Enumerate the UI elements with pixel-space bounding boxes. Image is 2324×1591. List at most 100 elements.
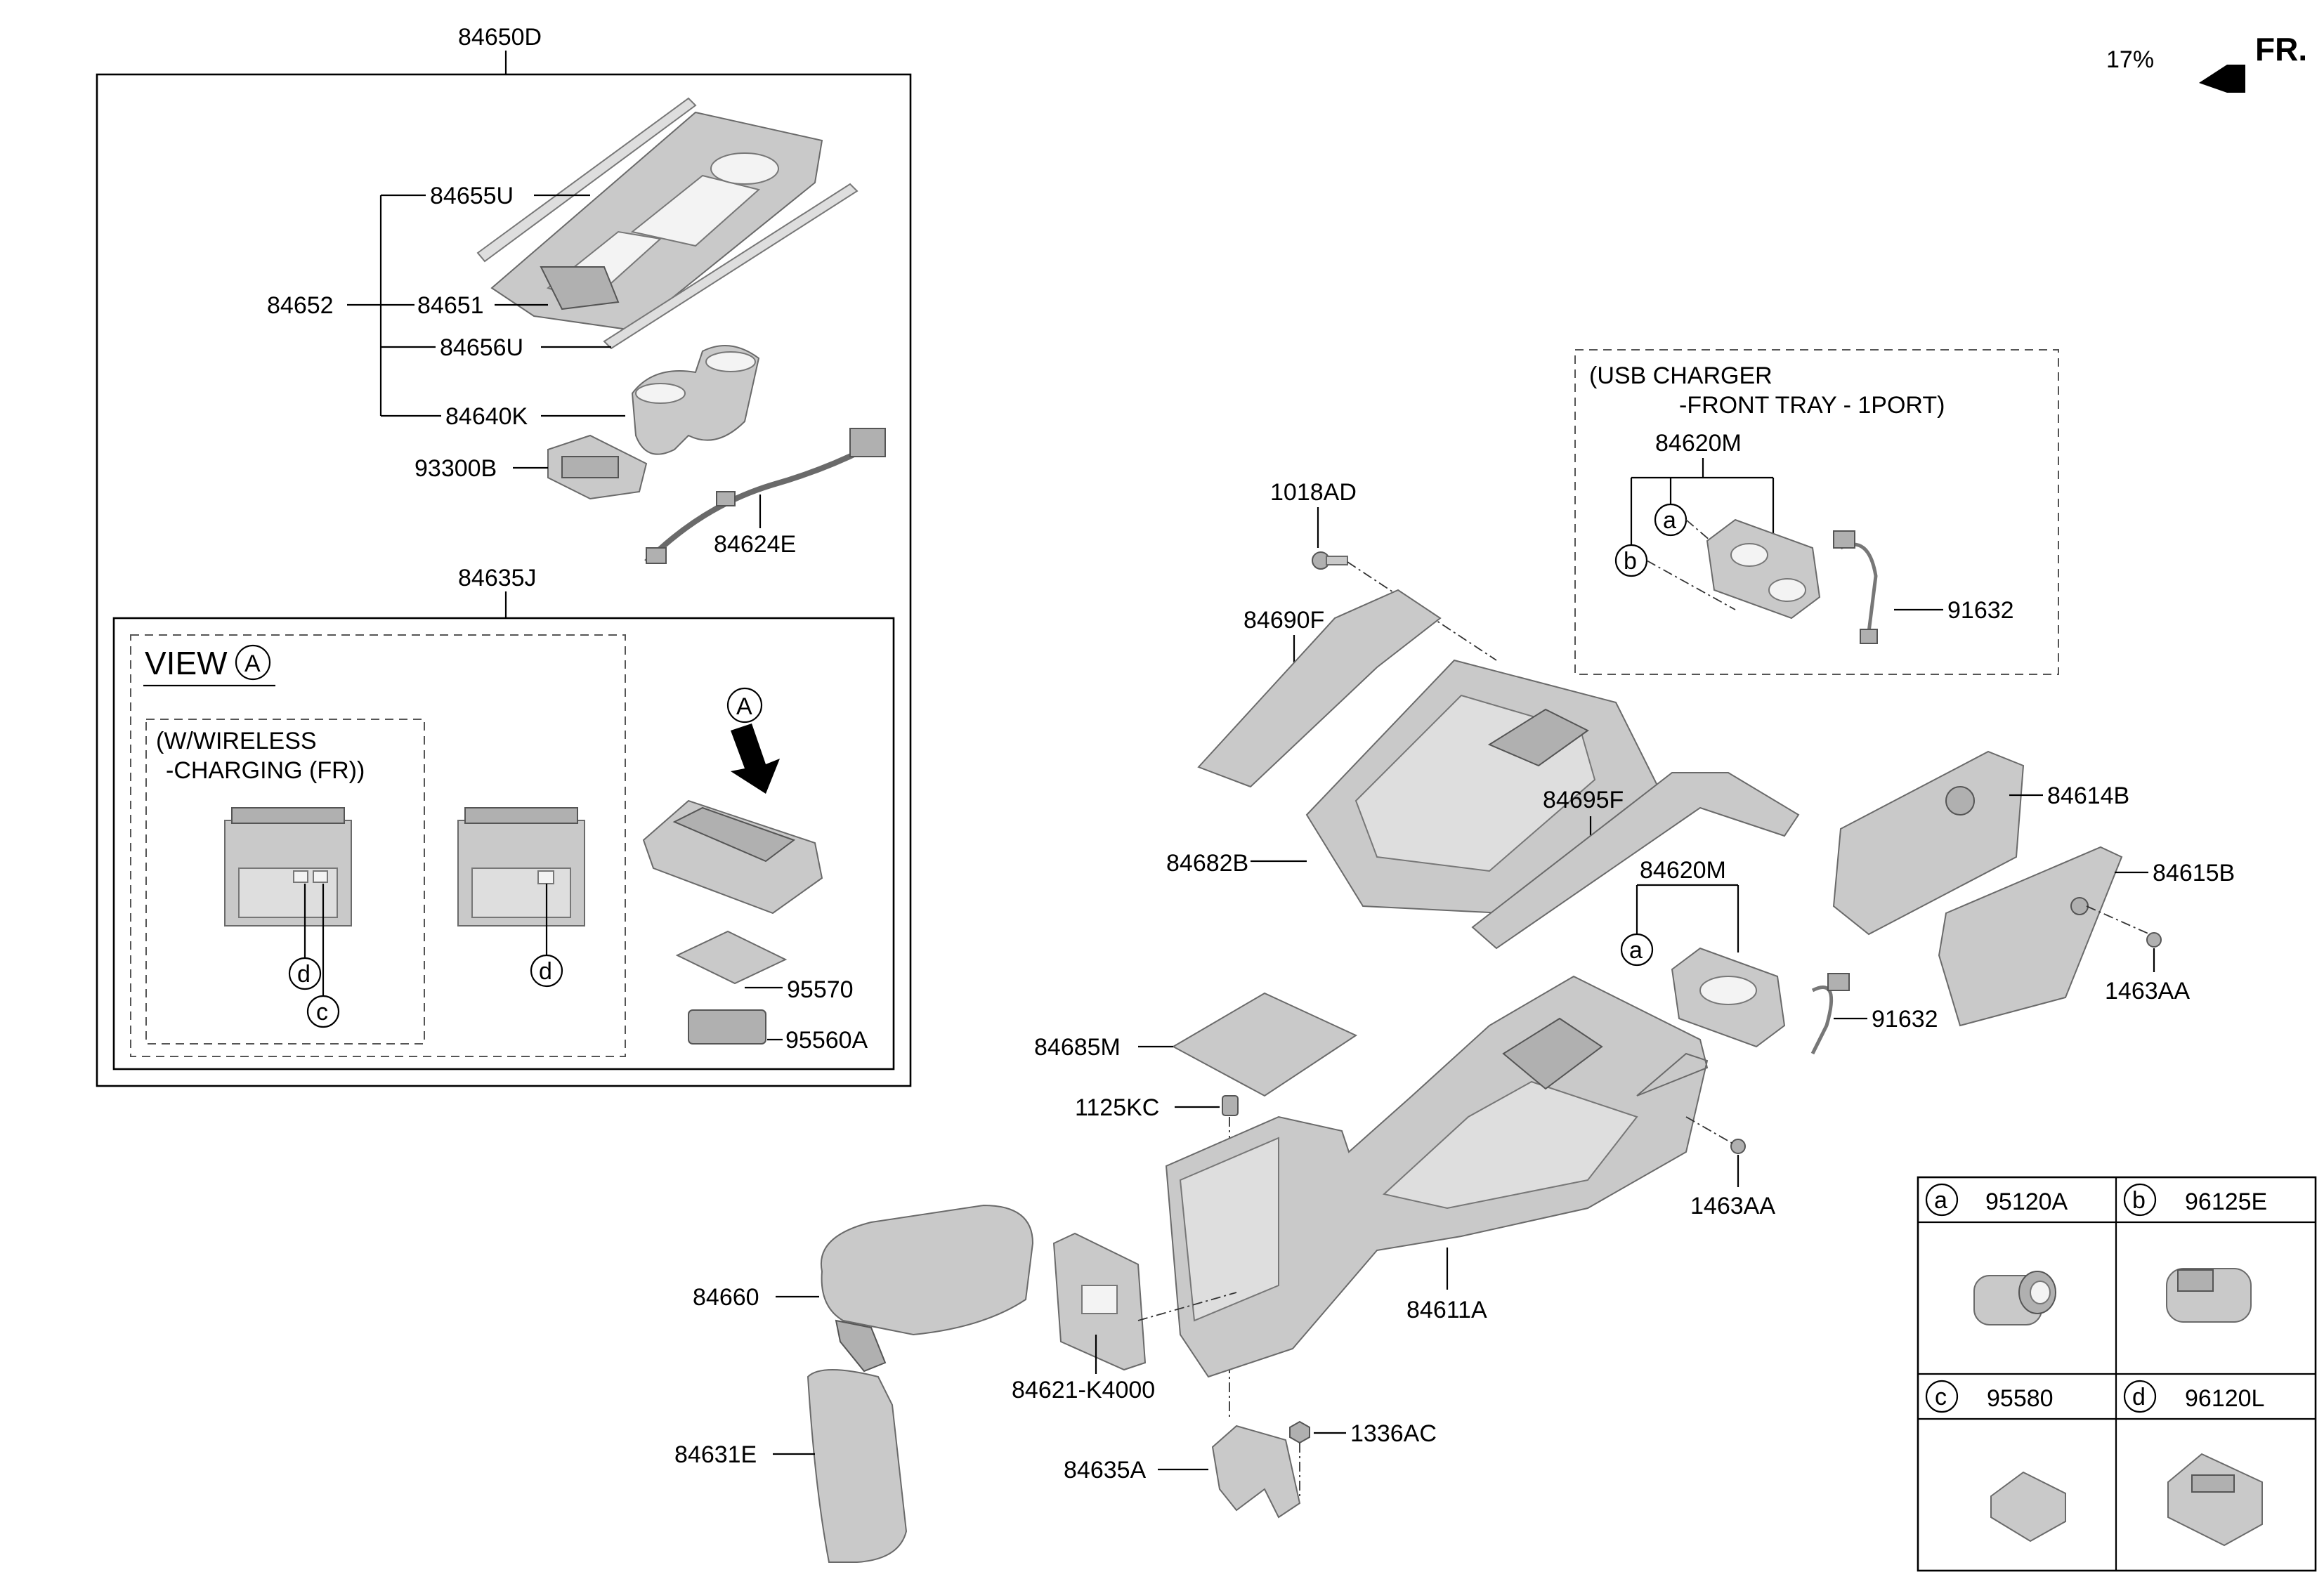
screw-1018AD bbox=[1312, 551, 1348, 570]
front-direction-label: FR. bbox=[2255, 31, 2307, 67]
trim-strip-84656U bbox=[603, 183, 859, 350]
usb-note-line2: -FRONT TRAY - 1PORT) bbox=[1679, 392, 1945, 419]
label-93300B: 93300B bbox=[414, 455, 497, 482]
label-84620M: 84620M bbox=[1640, 857, 1726, 884]
callout-c bbox=[306, 995, 340, 1028]
console-mat-84685M bbox=[1171, 992, 1358, 1097]
callout-a-letter: a bbox=[1629, 937, 1643, 964]
side-trim-84695F bbox=[1471, 772, 1800, 950]
usb-port-96120L-image bbox=[2167, 1453, 2263, 1547]
view-title: VIEW bbox=[145, 645, 228, 681]
wireless-module-alt bbox=[457, 807, 585, 927]
label-1125KC: 1125KC bbox=[1075, 1094, 1159, 1121]
console-bracket-84621 bbox=[1052, 1232, 1147, 1371]
label-84635A: 84635A bbox=[1064, 1457, 1147, 1484]
callout-d-mid bbox=[530, 954, 563, 988]
wireless-module-front bbox=[224, 807, 352, 927]
label-91632-usb: 91632 bbox=[1947, 597, 2014, 624]
legend-part-d: 96120L bbox=[2185, 1385, 2264, 1412]
label-84624E: 84624E bbox=[714, 531, 796, 558]
charging-pad-95570 bbox=[675, 930, 788, 985]
view-marker-circle bbox=[235, 644, 271, 681]
clip-1125KC bbox=[1222, 1095, 1239, 1116]
nut-1336AC bbox=[1289, 1420, 1310, 1444]
view-marker-letter: A bbox=[244, 650, 261, 677]
label-84655U: 84655U bbox=[430, 183, 514, 209]
usb-tray-bracket bbox=[1706, 518, 1821, 620]
side-panel-84615B bbox=[1938, 846, 2123, 1027]
screw-1463AA-right bbox=[2146, 932, 2162, 948]
usb-cable-91632 bbox=[1839, 542, 1878, 633]
pad-95560A bbox=[688, 1009, 766, 1045]
callout-c-letter: c bbox=[316, 999, 328, 1026]
label-84682B: 84682B bbox=[1166, 850, 1248, 877]
label-95560A: 95560A bbox=[785, 1027, 868, 1054]
label-1018AD: 1018AD bbox=[1270, 479, 1357, 506]
label-84651: 84651 bbox=[417, 292, 484, 319]
usb-cable-front bbox=[1810, 986, 1834, 1055]
callout-a bbox=[1620, 933, 1654, 967]
cup-holder bbox=[631, 345, 760, 455]
label-84620M-usb: 84620M bbox=[1655, 430, 1742, 457]
view-a-source-letter: A bbox=[736, 693, 752, 720]
wireless-note-line2: -CHARGING (FR)) bbox=[166, 757, 365, 784]
label-84685M: 84685M bbox=[1034, 1034, 1121, 1061]
switch-block bbox=[547, 434, 648, 500]
label-84690F: 84690F bbox=[1243, 607, 1324, 634]
label-84695F: 84695F bbox=[1543, 787, 1624, 813]
label-1336AC: 1336AC bbox=[1350, 1420, 1437, 1447]
label-84611A: 84611A bbox=[1406, 1297, 1487, 1323]
scale-percent: 17% bbox=[2106, 46, 2154, 73]
label-84621-K4000: 84621-K4000 bbox=[1012, 1377, 1155, 1403]
usb-charger-frame bbox=[1574, 349, 2059, 675]
center-console-84611A bbox=[1165, 975, 1709, 1378]
wireless-charging-frame bbox=[145, 719, 425, 1045]
label-84614B: 84614B bbox=[2047, 783, 2129, 809]
usb-socket-96125E-image bbox=[2166, 1268, 2252, 1323]
label-84652: 84652 bbox=[267, 292, 334, 319]
armrest-84660 bbox=[820, 1204, 1034, 1373]
trim-strip-84655U bbox=[476, 97, 697, 263]
legend-part-c: 95580 bbox=[1987, 1385, 2054, 1412]
view-a-frame bbox=[130, 634, 626, 1057]
wireless-note-line1: (W/WIRELESS bbox=[156, 728, 317, 754]
callout-d-left bbox=[288, 957, 322, 990]
wiring-harness bbox=[644, 428, 886, 564]
label-95570: 95570 bbox=[787, 976, 854, 1003]
side-trim-84690F bbox=[1197, 589, 1442, 788]
label-84660: 84660 bbox=[693, 1284, 759, 1311]
front-arrow-icon bbox=[2199, 65, 2245, 93]
legend-letter-c: c bbox=[1935, 1384, 1947, 1410]
legend-letter-b: b bbox=[2132, 1187, 2146, 1214]
side-panel-84614B bbox=[1832, 750, 2025, 936]
label-1463AA-right: 1463AA bbox=[2105, 978, 2190, 1004]
sub-box-84635J bbox=[112, 617, 895, 1071]
label-84631E: 84631E bbox=[674, 1441, 757, 1468]
label-84635J: 84635J bbox=[458, 565, 537, 591]
legend-part-a: 95120A bbox=[1985, 1189, 2068, 1215]
wireless-charger-assembly bbox=[642, 799, 823, 915]
legend-table: a 95120A b 96125E c 95580 d 96120L bbox=[1917, 1176, 2317, 1572]
usb-note-line1: (USB CHARGER bbox=[1589, 362, 1773, 389]
socket-95580-image bbox=[1990, 1471, 2066, 1543]
label-84615B: 84615B bbox=[2153, 860, 2235, 886]
view-direction-arrow-icon bbox=[731, 724, 780, 794]
callout-d-left-letter: d bbox=[297, 961, 311, 988]
usb-tray-bracket-front bbox=[1671, 947, 1786, 1048]
console-frame-84682B bbox=[1305, 659, 1659, 915]
rear-cover-84631E bbox=[807, 1369, 908, 1563]
label-91632: 91632 bbox=[1872, 1006, 1938, 1033]
screw-1463AA bbox=[1730, 1139, 1746, 1154]
usb-socket-95120A-image bbox=[1973, 1271, 2056, 1325]
label-84656U: 84656U bbox=[440, 334, 523, 361]
legend-part-b: 96125E bbox=[2185, 1189, 2267, 1215]
callout-a-usb-letter: a bbox=[1663, 507, 1676, 534]
assembly-box-84650D bbox=[96, 73, 912, 1087]
mount-bracket-84635A bbox=[1211, 1425, 1301, 1519]
callout-b-usb-letter: b bbox=[1624, 548, 1637, 575]
callout-d-mid-letter: d bbox=[539, 958, 552, 985]
legend-letter-d: d bbox=[2132, 1384, 2146, 1410]
legend-letter-a: a bbox=[1934, 1187, 1947, 1214]
